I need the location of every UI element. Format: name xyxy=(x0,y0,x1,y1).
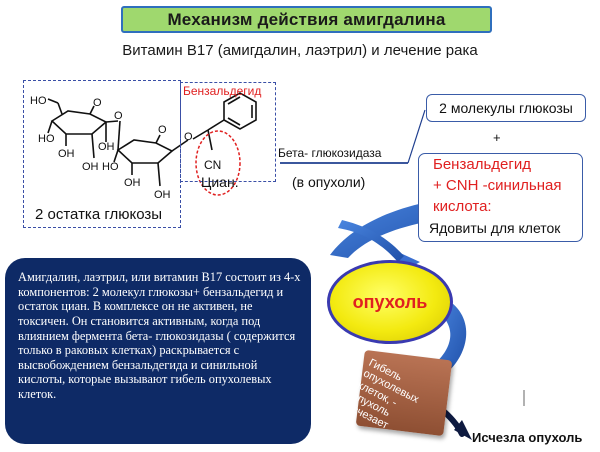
enzyme-label: Бета- глюкозидаза xyxy=(278,146,382,160)
toxic-line-benzaldehyde: Бензальдегид xyxy=(433,156,531,173)
toxic-line-acid: кислота: xyxy=(433,198,492,215)
glucose-residues-label: 2 остатка глюкозы xyxy=(35,206,163,223)
tumor-location-label: (в опухоли) xyxy=(292,174,366,190)
cyanide-label: Циан. xyxy=(201,174,239,190)
atom-oh-4: OH xyxy=(124,177,141,189)
glucose-molecules-label: 2 молекулы глюкозы xyxy=(439,100,573,116)
cyanide-highlight-circle xyxy=(195,130,241,196)
info-panel: Амигдалин, лаэтрил, или витамин B17 сост… xyxy=(5,258,311,444)
glucose-arrow-line xyxy=(407,109,426,164)
atom-o-ring2: O xyxy=(158,124,167,136)
benzaldehyde-fragment xyxy=(192,92,257,151)
arrow-head-vanished xyxy=(454,420,472,440)
atom-ho-top: HO xyxy=(30,95,47,107)
tumor-cell-death-box: Гибель опухолевых клеток, - опухоль исче… xyxy=(344,349,453,437)
glucose-molecules-box: 2 молекулы глюкозы xyxy=(426,94,586,122)
benzaldehyde-label: Бензальдегид xyxy=(183,84,262,98)
arrow-tail-curve xyxy=(338,220,404,262)
atom-oh-1: OH xyxy=(58,148,75,160)
tumor-vanished-label: Исчезла опухоль xyxy=(472,430,583,445)
atom-o-ring1: O xyxy=(93,97,102,109)
tumor-label: опухоль xyxy=(352,291,428,312)
page-title: Механизм действия амигдалина xyxy=(121,6,492,33)
atom-o-bridge: O xyxy=(114,110,123,122)
atom-oh-5: OH xyxy=(154,189,171,201)
atom-ho-ring2: HO xyxy=(102,161,119,173)
toxic-line-hcn: + CNH -синильная xyxy=(433,177,562,194)
atom-oh-3: OH xyxy=(82,161,99,173)
cn-group-label: CN xyxy=(204,158,222,172)
toxic-products-box: Бензальдегид + CNH -синильная кислота: Я… xyxy=(418,153,583,242)
atom-ho-left: HO xyxy=(38,133,55,145)
benzaldehyde-box xyxy=(180,82,276,182)
poisonous-label: Ядовиты для клеток xyxy=(429,220,561,236)
info-text: Амигдалин, лаэтрил, или витамин B17 сост… xyxy=(18,270,301,401)
tumor-ellipse: опухоль xyxy=(327,260,453,344)
plus-sign: + xyxy=(493,130,501,145)
atom-o-link: O xyxy=(184,131,193,143)
page-subtitle: Витамин B17 (амигдалин, лаэтрил) и лечен… xyxy=(122,42,478,59)
glucose-ring-1 xyxy=(47,98,119,159)
atom-oh-2: OH xyxy=(98,141,115,153)
